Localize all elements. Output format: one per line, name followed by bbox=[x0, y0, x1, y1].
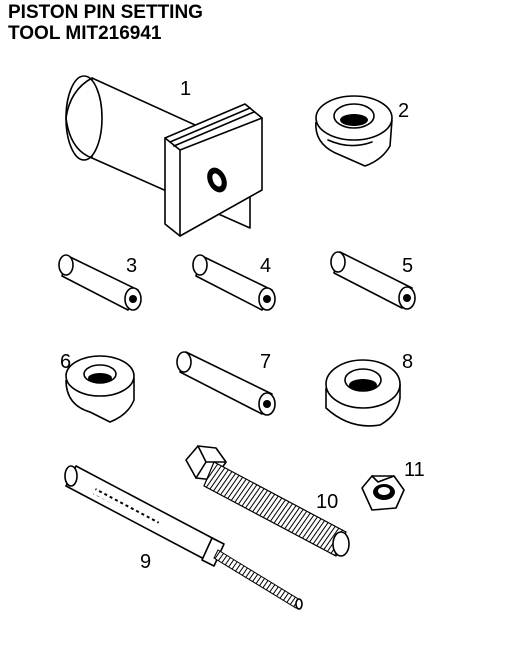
callout-10: 10 bbox=[316, 491, 338, 513]
callout-6: 6 bbox=[60, 351, 71, 373]
part-9-rod bbox=[64, 465, 303, 610]
callout-4: 4 bbox=[260, 255, 271, 277]
callout-3: 3 bbox=[126, 255, 137, 277]
part-5-pin bbox=[330, 251, 416, 310]
callout-7: 7 bbox=[260, 351, 271, 373]
callout-1: 1 bbox=[180, 78, 191, 100]
title-line-1: PISTON PIN SETTING bbox=[8, 2, 203, 23]
part-11-nut bbox=[361, 475, 405, 511]
part-3-pin bbox=[58, 254, 142, 311]
part-6-collar bbox=[65, 355, 135, 423]
part-7-pin bbox=[176, 351, 276, 416]
callout-2: 2 bbox=[398, 100, 409, 122]
callout-5: 5 bbox=[402, 255, 413, 277]
part-8-collar bbox=[325, 359, 401, 427]
diagram-title: PISTON PIN SETTING TOOL MIT216941 bbox=[8, 2, 203, 44]
title-line-2: TOOL MIT216941 bbox=[8, 23, 162, 44]
part-2-collar bbox=[315, 95, 393, 167]
part-1-guide bbox=[65, 75, 263, 237]
callout-9: 9 bbox=[140, 551, 151, 573]
part-10-bolt bbox=[185, 445, 350, 557]
callout-8: 8 bbox=[402, 351, 413, 373]
callout-11: 11 bbox=[404, 459, 425, 481]
part-4-pin bbox=[192, 254, 276, 311]
